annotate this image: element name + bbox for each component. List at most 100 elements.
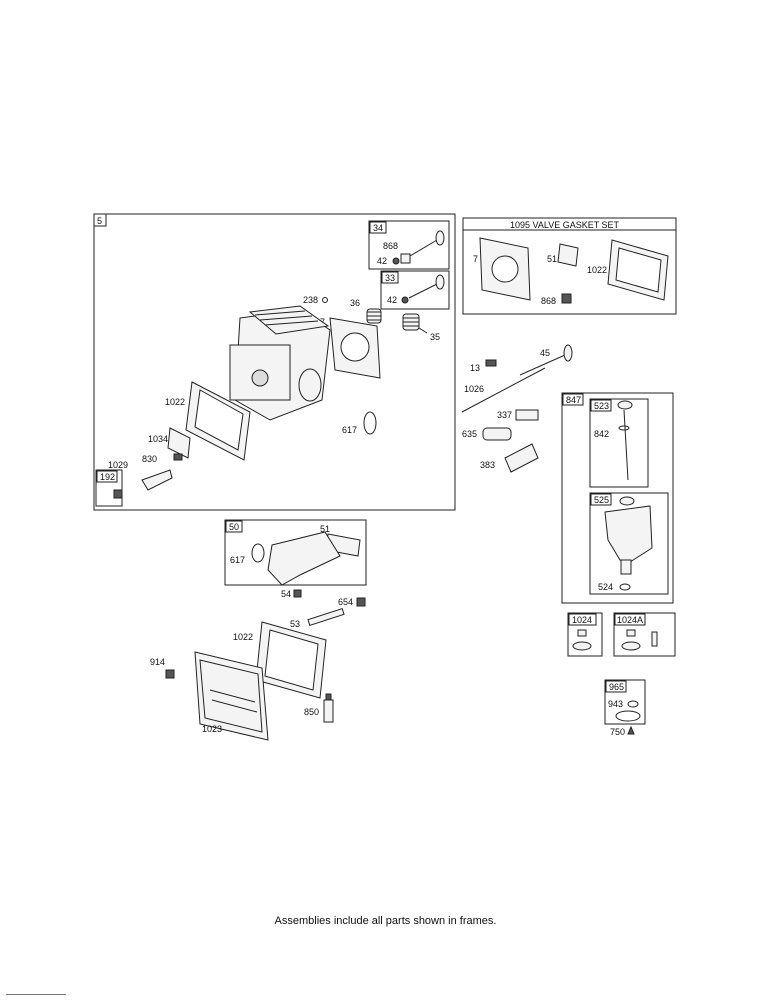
label-1022-b: 1022 (587, 265, 607, 275)
label-13: 13 (470, 363, 480, 373)
frame-label-523: 523 (594, 401, 609, 411)
label-53: 53 (290, 619, 300, 629)
frame-breather: 192 (95, 469, 123, 507)
frame-label-50: 50 (229, 522, 239, 532)
retainer-42-a (392, 257, 400, 265)
breather-1034 (167, 427, 191, 459)
breather-192 (113, 489, 123, 499)
nut-654 (356, 597, 366, 607)
boot-635 (482, 427, 512, 441)
frame-oil-cap-a: 1024A (613, 612, 676, 657)
oring-524 (619, 583, 631, 591)
oring-617-b (251, 543, 265, 563)
frame-oil-cap: 1024 (567, 612, 603, 657)
label-383: 383 (480, 460, 495, 470)
frame-valve-gasket-set: 1095 VALVE GASKET SET 7 51 1022 868 (462, 217, 677, 315)
label-42-b: 42 (387, 295, 397, 305)
label-45: 45 (540, 348, 550, 358)
frame-label-5: 5 (97, 216, 102, 226)
label-842: 842 (594, 429, 609, 439)
sealant-850 (323, 699, 334, 723)
drop-750 (627, 725, 635, 735)
bolt-830 (173, 453, 183, 461)
valve-45-head (563, 344, 573, 362)
frame-intake-valve: 33 42 (380, 270, 450, 310)
label-337: 337 (497, 410, 512, 420)
label-850: 850 (304, 707, 319, 717)
exhaust-valve-stem (409, 239, 438, 257)
label-830: 830 (142, 454, 157, 464)
frame-label-33: 33 (385, 273, 395, 283)
label-943: 943 (608, 699, 623, 709)
stud-53 (307, 607, 345, 627)
label-1022-a: 1022 (165, 397, 185, 407)
frame-label-1095: 1095 VALVE GASKET SET (510, 220, 620, 230)
footer-caption: Assemblies include all parts shown in fr… (274, 915, 497, 927)
oring-943 (627, 700, 639, 708)
label-1022-c: 1022 (233, 632, 253, 642)
spark-plug-337 (515, 409, 539, 421)
screw-914 (165, 669, 175, 679)
label-1034: 1034 (148, 434, 168, 444)
label-36: 36 (350, 298, 360, 308)
label-42-a: 42 (377, 256, 387, 266)
seal-868-b (561, 293, 572, 304)
part-383 (504, 443, 539, 473)
manifold-gasket-kit (557, 243, 579, 267)
valve-cover-1023 (194, 651, 269, 741)
frame-label-1024: 1024 (572, 615, 592, 625)
frame-label-965: 965 (609, 682, 624, 692)
intake-valve-head (435, 274, 445, 290)
valve-45-stem (519, 354, 566, 376)
corner-mark (6, 994, 66, 995)
label-54: 54 (281, 589, 291, 599)
frame-label-525: 525 (594, 495, 609, 505)
dipstick-tube (604, 505, 653, 563)
intake-valve-stem (408, 283, 438, 299)
intake-manifold (267, 531, 341, 586)
label-1026: 1026 (464, 384, 484, 394)
frame-intake-manifold: 50 51 617 (224, 519, 367, 586)
label-635: 635 (462, 429, 477, 439)
nut-54 (293, 589, 302, 598)
frame-oil-fill: 847 523 842 525 524 (561, 392, 674, 604)
seal-868 (400, 253, 411, 264)
dipstick-blade (623, 409, 629, 481)
label-617-b: 617 (230, 555, 245, 565)
label-617-a: 617 (342, 425, 357, 435)
label-868-b: 868 (541, 296, 556, 306)
dipstick-cap (617, 400, 633, 410)
frame-exhaust-valve: 34 868 42 (368, 220, 450, 270)
retainer-42-b (401, 296, 409, 304)
frame-label-1024a: 1024A (617, 615, 643, 625)
gasket-965 (615, 710, 641, 722)
oring-842 (618, 425, 630, 431)
label-914: 914 (150, 657, 165, 667)
label-35: 35 (430, 332, 440, 342)
frame-cylinder-head-assembly: 5 (93, 213, 456, 511)
label-51-a: 51 (547, 254, 557, 264)
bolt-13 (485, 359, 497, 367)
label-750: 750 (610, 727, 625, 737)
oil-cap-1024a (621, 641, 641, 651)
label-7-b: 7 (473, 254, 478, 264)
oring-617-a (363, 411, 377, 435)
label-524: 524 (598, 582, 613, 592)
label-238: 238 (303, 295, 318, 305)
breather-tube-1029 (141, 469, 173, 491)
label-654: 654 (338, 597, 353, 607)
exhaust-valve-head (435, 230, 445, 246)
cylinder-head (229, 305, 331, 421)
label-51-b: 51 (320, 524, 330, 534)
oil-cap-1024 (572, 641, 592, 651)
frame-label-847: 847 (566, 395, 581, 405)
label-1029: 1029 (108, 460, 128, 470)
label-1023: 1023 (202, 724, 222, 734)
frame-label-192: 192 (100, 472, 115, 482)
frame-gasket-kit: 965 943 (604, 679, 646, 725)
pin-238 (322, 297, 328, 303)
label-868-a: 868 (383, 241, 398, 251)
pin-1024a (651, 631, 658, 647)
frame-label-34: 34 (373, 223, 383, 233)
